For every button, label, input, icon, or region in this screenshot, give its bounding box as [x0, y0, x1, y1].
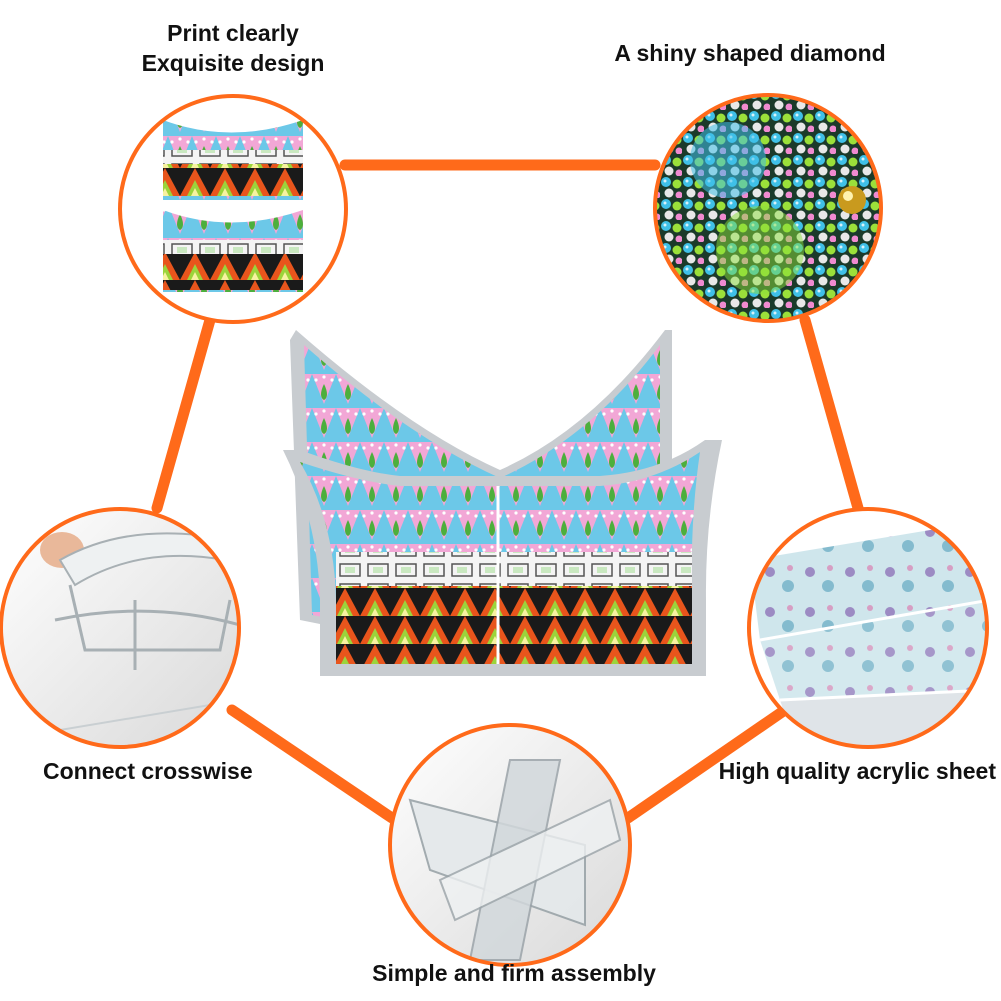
connector-right-upper: [799, 314, 864, 514]
acrylic-sheet-photo: [747, 507, 989, 749]
caption-print-design: Print clearly Exquisite design: [142, 18, 325, 78]
diamond-closeup-photo: [653, 93, 883, 323]
caption-line: Exquisite design: [141, 50, 325, 76]
caption-line: Print clearly: [167, 20, 299, 46]
caption-line: Simple and firm assembly: [372, 960, 656, 986]
connect-crosswise-photo: [0, 507, 241, 749]
connector-left-upper: [151, 314, 216, 514]
caption-assembly: Simple and firm assembly: [372, 958, 656, 988]
connector-left-lower: [226, 704, 398, 824]
caption-diamond: A shiny shaped diamond: [614, 38, 885, 68]
assembly-photo: [388, 723, 632, 967]
print-design-photo: [118, 94, 348, 324]
product-stand-illustration: [283, 330, 722, 676]
caption-line: High quality acrylic sheet: [718, 758, 996, 784]
caption-connect: Connect crosswise: [43, 756, 253, 786]
caption-line: A shiny shaped diamond: [614, 40, 886, 66]
caption-acrylic: High quality acrylic sheet: [719, 756, 996, 786]
connector-right-lower: [622, 706, 788, 824]
caption-line: Connect crosswise: [43, 758, 253, 784]
connector-lines: [151, 159, 864, 824]
